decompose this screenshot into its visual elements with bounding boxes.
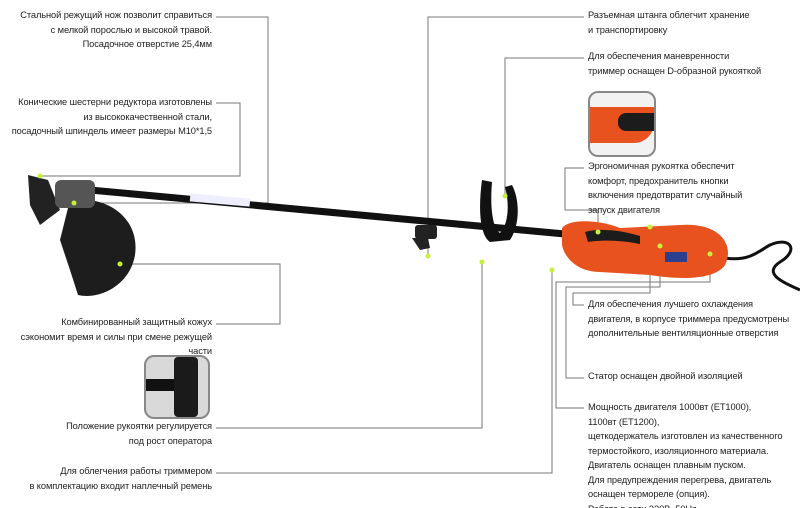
- trimmer: [28, 173, 800, 296]
- callout-motor-specs: Мощность двигателя 1000вт (ЕТ1000), 1100…: [588, 402, 783, 508]
- feature-markers: [37, 173, 713, 273]
- power-cable: [724, 240, 800, 292]
- steel-blade: [28, 175, 60, 225]
- callout-guard: Комбинированный защитный кожух сэкономит…: [20, 317, 212, 356]
- leader-gearbox: [40, 102, 241, 177]
- motor-housing: [562, 221, 728, 278]
- handle-clamp: [412, 238, 430, 250]
- callout-cooling: Для обеспечения лучшего охлаждения двига…: [588, 299, 790, 338]
- leader-d-handle: [504, 57, 584, 196]
- leader-strap: [216, 270, 553, 474]
- gearbox-head: [55, 180, 95, 208]
- callout-ergonomic-grip: Эргономичная рукоятка обеспечит комфорт,…: [588, 161, 743, 215]
- leader-knife: [74, 16, 269, 204]
- leader-guard: [120, 263, 281, 325]
- cutting-guard: [60, 199, 136, 296]
- callout-gearbox: Конические шестерни редуктора изготовлен…: [11, 97, 212, 136]
- handle-closeup-photo: [144, 355, 210, 419]
- brand-label: [665, 252, 687, 262]
- shaft-label: [189, 193, 251, 207]
- grip-closeup-photo: [588, 91, 656, 157]
- leader-handle-position: [216, 262, 483, 429]
- leader-split-shaft: [427, 16, 584, 256]
- shaft-coupling: [415, 225, 437, 239]
- callout-d-handle: Для обеспечения маневренности триммер ос…: [588, 51, 762, 76]
- callout-strap: Для облегчения работы триммером в компле…: [29, 466, 212, 491]
- callout-stator: Статор оснащен двойной изоляцией: [588, 371, 743, 381]
- leader-ergonomic: [564, 167, 599, 232]
- callout-steel-blade: Стальной режущий нож позволит справиться…: [20, 10, 212, 49]
- d-handle: [480, 180, 518, 242]
- callout-handle-position: Положение рукоятки регулируется под рост…: [66, 421, 212, 446]
- callout-split-shaft: Разъемная штанга облегчит хранение и тра…: [588, 10, 750, 35]
